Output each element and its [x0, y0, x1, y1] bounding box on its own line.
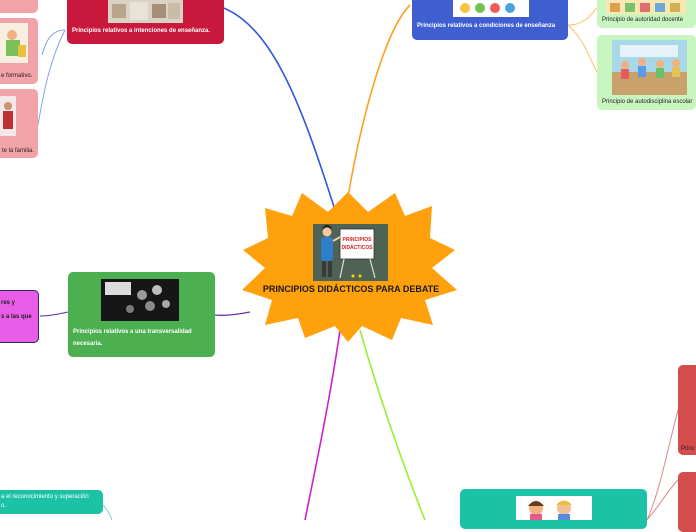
familia-thumb: [0, 96, 16, 136]
branch-left-lower: [37, 29, 66, 126]
branch-right-red-2: [646, 479, 679, 520]
node-autodisciplina-label: Principio de autodisciplina escolar: [602, 99, 693, 105]
board-sign-text: PRINCIPIOS: [343, 237, 373, 243]
branch-blue: [214, 4, 336, 211]
node-bottom-left[interactable]: a el reconocimiento y superación o.: [0, 490, 103, 514]
mind-map-canvas: [37, 0, 687, 520]
node-left-magenta-line1: res y: [1, 300, 16, 306]
node-left-top[interactable]: [0, 0, 38, 13]
board-sign: PRINCIPIOS DIDÁCTICOS: [340, 229, 374, 259]
node-familia-label: te la familia.: [2, 148, 35, 154]
bottom-teal-thumb: [516, 496, 592, 520]
branch-left-upper: [41, 29, 66, 56]
branch-purple: [214, 311, 251, 317]
node-right-red-label: Princ: [681, 446, 695, 452]
condiciones-thumb: [453, 0, 529, 17]
autodisciplina-thumb: [612, 40, 687, 95]
node-bottom-left-line1: a el reconocimiento y superación: [1, 494, 89, 500]
node-transversalidad-label: Principios relativos a una transversalid…: [73, 329, 192, 347]
intenciones-thumb: [108, 0, 183, 23]
node-intenciones-label: Principios relativos a intenciones de en…: [72, 28, 211, 34]
central-title: PRINCIPIOS DIDÁCTICOS PARA DEBATE: [262, 284, 440, 294]
branch-bottom-teal: [102, 504, 113, 520]
branch-magenta: [304, 329, 341, 520]
node-left-magenta[interactable]: res y s a las que: [0, 290, 39, 343]
branch-orange: [344, 4, 411, 216]
branch-right-red: [646, 409, 679, 520]
branch-right-orange-1: [567, 7, 598, 26]
branch-right-orange-2: [567, 24, 598, 73]
branch-lightgreen: [359, 329, 426, 520]
node-left-magenta-line2: s a las que: [1, 314, 32, 320]
node-right-red-2[interactable]: [678, 472, 696, 532]
node-autoridad-label: Principio de autoridad docente: [602, 17, 684, 23]
node-condiciones-label: Principios relativos a condiciones de en…: [417, 23, 556, 29]
board-sign-text-2: DIDÁCTICOS: [341, 244, 373, 251]
formativo-thumb: [0, 23, 28, 63]
branch-purple-left: [39, 311, 69, 317]
node-bottom-left-line2: o.: [1, 503, 7, 509]
node-right-red[interactable]: Princ: [678, 365, 696, 455]
transversalidad-thumb: [101, 279, 179, 321]
autoridad-thumb: [606, 0, 686, 14]
node-formativo-label: e formativo.: [1, 73, 33, 79]
